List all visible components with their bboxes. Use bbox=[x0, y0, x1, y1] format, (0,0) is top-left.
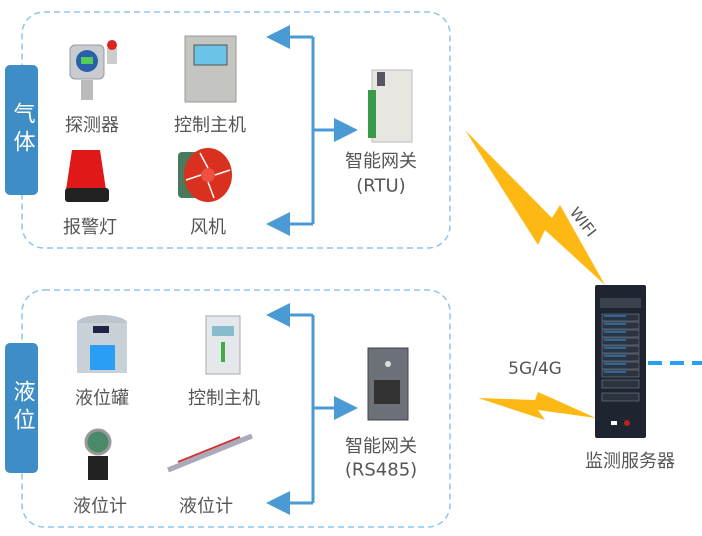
gas-arrows bbox=[266, 25, 358, 236]
device-label-level-gauge: 液位计 bbox=[73, 496, 127, 517]
gateway-label-rtu: 智能网关 bbox=[345, 151, 417, 172]
device-label-level-host: 控制主机 bbox=[188, 388, 260, 409]
wifi-lightning-icon bbox=[465, 130, 605, 285]
cellular-label: 5G/4G bbox=[508, 359, 562, 379]
gateway-protocol-rs485: (RS485) bbox=[344, 459, 418, 481]
gas-group-box bbox=[21, 11, 451, 249]
device-label-control-host: 控制主机 bbox=[174, 115, 246, 136]
fan-icon bbox=[178, 148, 232, 202]
device-label-detector: 探测器 bbox=[65, 115, 119, 136]
gas-detector-icon bbox=[69, 40, 117, 100]
magnetic-level-gauge-icon bbox=[167, 433, 253, 473]
device-label-fan: 风机 bbox=[190, 217, 226, 238]
rs485-gateway-icon bbox=[367, 347, 409, 421]
level-gauge-icon bbox=[84, 428, 112, 480]
gas-control-host-icon bbox=[184, 35, 237, 103]
level-tank-icon bbox=[77, 315, 127, 373]
device-label-alarm-light: 报警灯 bbox=[63, 217, 117, 238]
server-label: 监测服务器 bbox=[585, 451, 675, 472]
device-label-tank: 液位罐 bbox=[75, 388, 129, 409]
rtu-gateway-icon bbox=[368, 69, 413, 143]
server-rack-icon bbox=[595, 285, 646, 438]
gateway-label-rs485: 智能网关 bbox=[345, 436, 417, 457]
gas-tab-label: 气体 bbox=[9, 102, 35, 158]
level-tab-label: 液位 bbox=[9, 380, 35, 436]
gateway-protocol-rtu: (RTU) bbox=[356, 175, 406, 197]
gas-group-tab: 气体 bbox=[5, 65, 38, 195]
level-arrows bbox=[266, 303, 358, 515]
device-label-magnetic-gauge: 液位计 bbox=[179, 496, 233, 517]
cellular-lightning-icon bbox=[478, 392, 596, 420]
alarm-light-icon bbox=[65, 150, 109, 202]
level-control-host-icon bbox=[205, 315, 241, 375]
level-group-tab: 液位 bbox=[5, 343, 38, 473]
